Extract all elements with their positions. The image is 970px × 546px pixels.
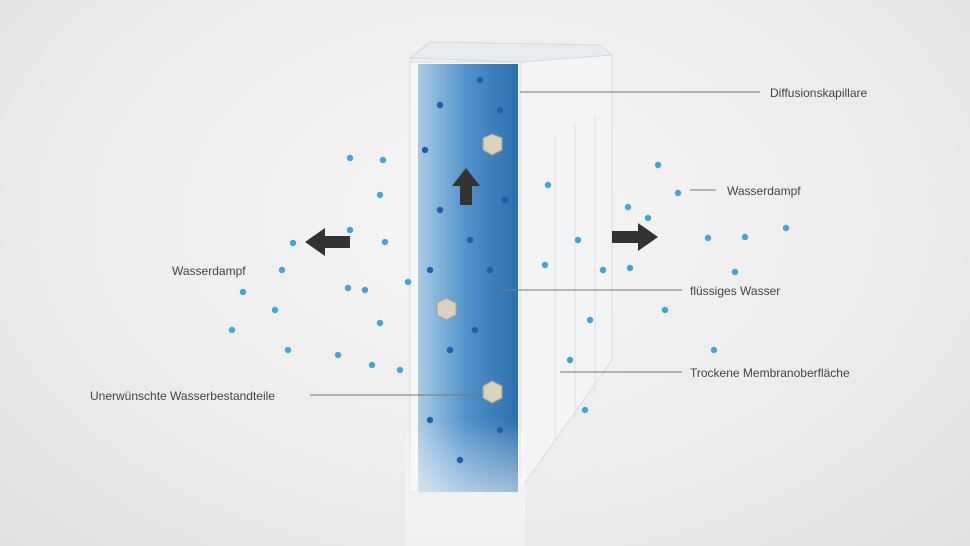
- water-droplet: [581, 406, 589, 414]
- water-droplet: [466, 236, 474, 244]
- water-droplet: [436, 206, 444, 214]
- water-droplet: [586, 316, 594, 324]
- water-droplet: [368, 361, 376, 369]
- water-droplet: [361, 286, 369, 294]
- water-droplet: [782, 224, 790, 232]
- water-droplet: [284, 346, 292, 354]
- membrane-panel: [519, 54, 613, 492]
- label-vapor-left: Wasserdampf: [172, 264, 246, 278]
- water-droplet: [278, 266, 286, 274]
- water-droplet: [381, 238, 389, 246]
- water-droplet: [346, 226, 354, 234]
- arrow-left-icon: [305, 228, 350, 256]
- water-droplet: [541, 261, 549, 269]
- water-droplet: [704, 234, 712, 242]
- label-vapor-right: Wasserdampf: [727, 184, 801, 198]
- water-droplet: [566, 356, 574, 364]
- water-droplet: [574, 236, 582, 244]
- particle-icon: [436, 297, 457, 321]
- particle-icon: [482, 380, 503, 404]
- panel-top: [408, 41, 614, 63]
- label-diffusion-capillary: Diffusionskapillare: [770, 86, 868, 100]
- water-droplet: [289, 239, 297, 247]
- water-droplet: [379, 156, 387, 164]
- label-unwanted-components: Unerwünschte Wasserbestandteile: [90, 389, 275, 403]
- water-droplet: [496, 106, 504, 114]
- water-droplet: [396, 366, 404, 374]
- water-droplet: [654, 161, 662, 169]
- water-droplet: [501, 196, 509, 204]
- water-droplet: [476, 76, 484, 84]
- water-droplet: [661, 306, 669, 314]
- water-droplet: [426, 266, 434, 274]
- water-droplet: [456, 456, 464, 464]
- arrow-right-icon: [612, 223, 658, 251]
- water-droplet: [376, 191, 384, 199]
- water-droplet: [496, 426, 504, 434]
- water-droplet: [599, 266, 607, 274]
- water-droplet: [674, 189, 682, 197]
- water-droplet: [626, 264, 634, 272]
- water-droplet: [421, 146, 429, 154]
- water-droplet: [644, 214, 652, 222]
- water-droplet: [731, 268, 739, 276]
- water-droplet: [404, 278, 412, 286]
- water-droplet: [344, 284, 352, 292]
- water-droplet: [710, 346, 718, 354]
- water-droplet: [346, 154, 354, 162]
- water-droplet: [239, 288, 247, 296]
- water-droplet: [741, 233, 749, 241]
- water-droplet: [624, 203, 632, 211]
- water-droplet: [486, 266, 494, 274]
- label-dry-membrane: Trockene Membranoberfläche: [690, 366, 850, 380]
- water-droplet: [228, 326, 236, 334]
- water-droplet: [334, 351, 342, 359]
- water-droplet: [426, 416, 434, 424]
- particle-icon: [482, 133, 503, 156]
- leader-lines: [310, 91, 760, 396]
- water-droplet: [436, 101, 444, 109]
- label-liquid-water: flüssiges Wasser: [690, 284, 781, 298]
- water-droplet: [376, 319, 384, 327]
- water-droplet: [446, 346, 454, 354]
- water-droplet: [271, 306, 279, 314]
- water-droplet: [471, 326, 479, 334]
- arrow-up-icon: [452, 168, 480, 205]
- water-droplet: [544, 181, 552, 189]
